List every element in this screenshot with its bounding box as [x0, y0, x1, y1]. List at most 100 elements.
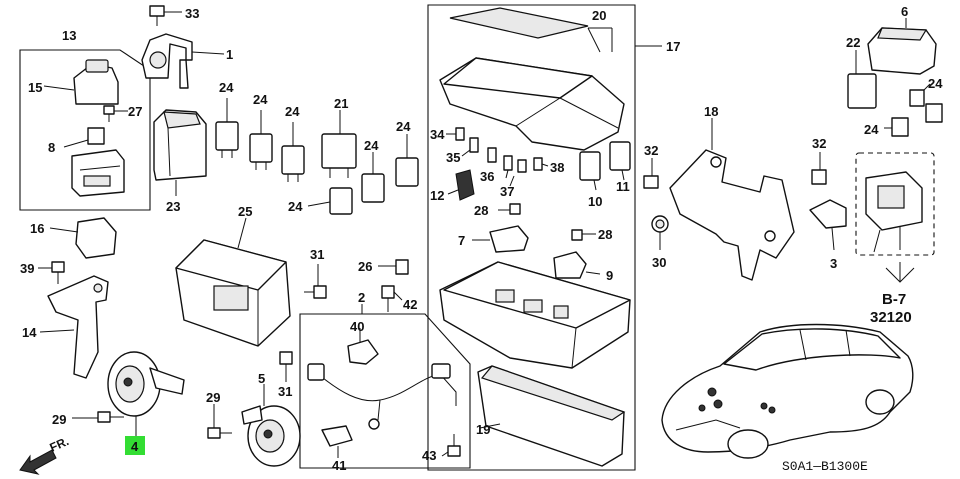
group-box-17	[427, 4, 636, 471]
part-32-bolt-b	[811, 152, 827, 185]
part-fuses-row	[487, 147, 549, 187]
part-10-relay	[579, 151, 601, 191]
part-33-bolt	[149, 5, 182, 26]
part-19-lower-cover	[477, 365, 626, 467]
part-31-bolt-b	[279, 351, 293, 382]
callout-25: 25	[238, 204, 252, 219]
part-22-relay	[847, 50, 877, 109]
callout-24a: 24	[219, 80, 234, 95]
callout-34: 34	[430, 127, 445, 142]
callout-42: 42	[403, 297, 417, 312]
part-15-cover	[43, 59, 119, 105]
callout-32a: 32	[644, 143, 658, 158]
callout-43: 43	[422, 448, 436, 463]
reference-number: 32120	[870, 309, 912, 326]
part-18-bracket	[669, 118, 795, 281]
callout-40: 40	[350, 319, 364, 334]
relay-21	[321, 110, 357, 178]
callout-30: 30	[652, 255, 666, 270]
part-29-bolt-left	[72, 411, 124, 423]
diagram-code: S0A1—B1300E	[782, 459, 868, 474]
part-31-bolt-a	[304, 264, 327, 299]
part-3-bracket	[809, 199, 847, 251]
part-30-grommet	[651, 215, 669, 250]
part-26-bolt	[378, 259, 409, 275]
group-box-13	[19, 49, 151, 211]
reference-group: B-7	[882, 291, 906, 308]
callout-28b: 28	[598, 227, 612, 242]
callout-38: 38	[550, 160, 564, 175]
callout-32b: 32	[812, 136, 826, 151]
highlight-box	[125, 436, 145, 455]
part-27-screw	[103, 105, 128, 122]
callout-29b: 29	[206, 390, 220, 405]
part-40-clip	[347, 328, 379, 365]
callout-24g: 24	[928, 76, 943, 91]
reference-arrow	[885, 262, 915, 283]
callout-6: 6	[901, 4, 908, 19]
callout-7: 7	[458, 233, 465, 248]
part-6-relay-box	[867, 18, 937, 75]
part-relay-in-box	[865, 171, 923, 253]
part-23-relay	[153, 109, 207, 196]
callout-23: 23	[166, 199, 180, 214]
front-arrow: FR.	[19, 434, 71, 475]
relay-24-b	[249, 110, 273, 170]
part-35-fuse	[461, 137, 479, 157]
relay-24-c	[281, 122, 305, 182]
callout-24e: 24	[396, 119, 411, 134]
callout-9: 9	[606, 268, 613, 283]
callout-31a: 31	[310, 247, 324, 262]
part-11-relay	[609, 141, 631, 181]
group-box-2	[299, 313, 471, 469]
callout-27: 27	[128, 104, 142, 119]
part-28-screw-b	[571, 229, 596, 241]
relay-24-g	[909, 83, 931, 107]
callout-37: 37	[500, 184, 514, 199]
part-4-horn	[107, 351, 185, 436]
callout-16: 16	[30, 221, 44, 236]
part-12-fuse-holder	[447, 169, 475, 201]
callout-13: 13	[62, 28, 76, 43]
group-box-relay	[855, 152, 935, 256]
callout-17: 17	[666, 39, 680, 54]
part-2-harness	[307, 304, 457, 430]
callout-15: 15	[28, 80, 42, 95]
callout-2: 2	[358, 290, 365, 305]
callout-14: 14	[22, 325, 37, 340]
callout-19: 19	[476, 422, 490, 437]
callout-29a: 29	[52, 412, 66, 427]
part-20-cover	[439, 57, 625, 151]
part-16-clip	[49, 217, 117, 259]
callout-22: 22	[846, 35, 860, 50]
part-28-screw-a	[498, 203, 521, 215]
relay-24-a	[215, 98, 239, 158]
part-34-fuse	[446, 127, 465, 141]
callout-10: 10	[588, 194, 602, 209]
callout-24d: 24	[364, 138, 379, 153]
callout-26: 26	[358, 259, 372, 274]
part-29-bolt-mid	[207, 404, 232, 439]
callout-21: 21	[334, 96, 348, 111]
relay-24-f	[307, 187, 353, 215]
callout-24c: 24	[285, 104, 300, 119]
callout-41: 41	[332, 458, 346, 473]
front-label: FR.	[48, 434, 71, 455]
callout-3: 3	[830, 256, 837, 271]
callout-31b: 31	[278, 384, 292, 399]
part-43-bolt	[441, 434, 461, 457]
callout-36: 36	[480, 169, 494, 184]
part-7-block	[472, 225, 529, 253]
part-20-label	[449, 7, 613, 53]
relay-24-h	[925, 103, 943, 123]
part-32-bolt-a	[643, 158, 659, 189]
part-fuse-box-base	[439, 261, 631, 369]
callout-33: 33	[185, 6, 199, 21]
callout-28a: 28	[474, 203, 488, 218]
relay-24-d	[361, 152, 385, 203]
part-1-bracket	[141, 33, 225, 89]
part-42-bolt	[381, 285, 403, 312]
relay-24-i	[884, 117, 909, 137]
relay-24-e	[395, 134, 419, 187]
